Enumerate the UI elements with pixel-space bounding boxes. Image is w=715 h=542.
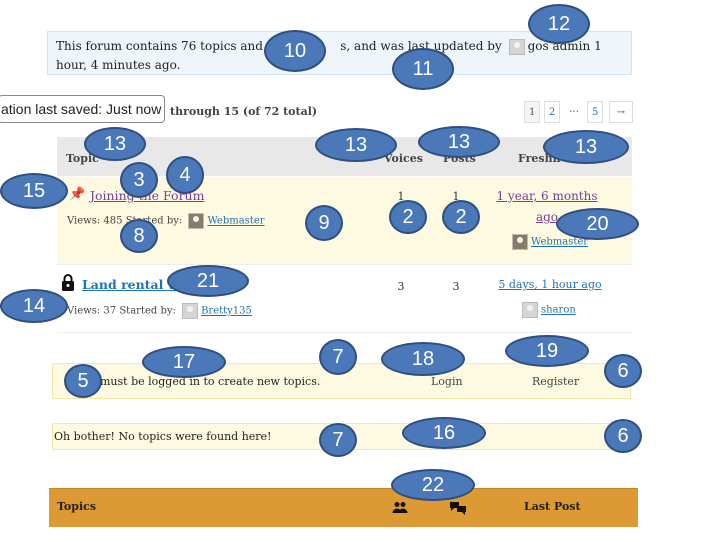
topic-count-text: through 15 (of 72 total) bbox=[170, 105, 318, 118]
avatar bbox=[188, 213, 205, 229]
footer-topics-label: Topics bbox=[57, 500, 97, 513]
callout-badge: 19 bbox=[505, 335, 589, 367]
callout-badge: 8 bbox=[120, 219, 158, 253]
posts-count: 1 bbox=[452, 190, 460, 203]
login-link[interactable]: Login bbox=[431, 375, 463, 388]
callout-badge: 21 bbox=[167, 265, 249, 297]
freshness-author-link[interactable]: Webmaster bbox=[531, 236, 589, 248]
callout-badge: 9 bbox=[305, 205, 343, 241]
topic-meta: Views: 37 Started by: Bretty135 bbox=[67, 303, 252, 319]
page-1[interactable]: 1 bbox=[524, 101, 541, 123]
callout-badge: 13 bbox=[543, 130, 629, 164]
chat-bubbles-icon bbox=[449, 501, 467, 518]
voices-count: 1 bbox=[397, 190, 405, 203]
header-topic: Topic bbox=[66, 152, 99, 165]
forum-footer-bar: Topics Last Post bbox=[49, 488, 638, 527]
callout-badge: 10 bbox=[264, 30, 326, 72]
callout-badge: 5 bbox=[64, 364, 102, 398]
info-author[interactable]: gos admin bbox=[527, 39, 591, 53]
views-count: Views: 485 bbox=[67, 215, 123, 227]
avatar bbox=[522, 302, 538, 318]
voices-count: 3 bbox=[397, 280, 405, 293]
callout-badge: 2 bbox=[389, 200, 427, 234]
pin-icon: 📌 bbox=[69, 187, 86, 202]
autosave-tooltip: ation last saved: Just now bbox=[0, 95, 165, 123]
callout-badge: 11 bbox=[392, 48, 454, 90]
posts-count: 3 bbox=[452, 280, 460, 293]
freshness-author-link[interactable]: sharon bbox=[541, 304, 576, 316]
callout-badge: 12 bbox=[528, 4, 590, 44]
started-by-label: Started by: bbox=[119, 305, 176, 317]
callout-badge: 13 bbox=[418, 126, 500, 158]
started-by-label: Started by: bbox=[125, 215, 183, 227]
avatar bbox=[512, 234, 528, 250]
info-text-mid: s, and was last updated by bbox=[340, 39, 502, 53]
page-2[interactable]: 2 bbox=[544, 101, 561, 123]
page-ellipsis: … bbox=[569, 104, 579, 115]
register-link[interactable]: Register bbox=[532, 375, 580, 388]
info-text-before: This forum contains 76 topics and 4 bbox=[56, 39, 275, 53]
callout-badge: 16 bbox=[402, 417, 486, 449]
users-icon bbox=[392, 501, 408, 517]
callout-badge: 13 bbox=[84, 127, 146, 161]
freshness-link[interactable]: 5 days, 1 hour ago bbox=[498, 278, 602, 291]
views-count: Views: 37 bbox=[67, 305, 117, 317]
avatar bbox=[182, 303, 199, 319]
freshness-author: Webmaster bbox=[509, 234, 588, 250]
author-link[interactable]: Webmaster bbox=[207, 215, 265, 227]
callout-badge: 14 bbox=[0, 289, 68, 323]
empty-notice-text: Oh bother! No topics were found here! bbox=[54, 430, 272, 443]
topic-title-link[interactable]: Land rental va bbox=[82, 277, 184, 292]
callout-badge: 6 bbox=[604, 354, 642, 388]
login-notice-text: must be logged in to create new topics. bbox=[100, 375, 321, 388]
callout-badge: 18 bbox=[381, 342, 465, 376]
callout-badge: 20 bbox=[556, 208, 639, 240]
callout-badge: 3 bbox=[120, 162, 158, 198]
callout-badge: 2 bbox=[442, 200, 480, 234]
callout-badge: 13 bbox=[315, 128, 397, 162]
info-text-after: 1 hour, 4 minutes ago. bbox=[56, 39, 602, 72]
footer-last-post-label: Last Post bbox=[524, 500, 581, 513]
header-voices: Voices bbox=[384, 152, 423, 165]
table-row bbox=[57, 265, 632, 333]
callout-badge: 4 bbox=[166, 156, 204, 194]
avatar bbox=[508, 38, 525, 55]
freshness-link[interactable]: 1 year, 6 months ago bbox=[496, 189, 598, 224]
freshness-author: sharon bbox=[519, 302, 576, 318]
callout-badge: 15 bbox=[0, 173, 68, 209]
lock-icon bbox=[61, 274, 75, 295]
callout-badge: 7 bbox=[319, 423, 357, 457]
page-5[interactable]: 5 bbox=[587, 101, 604, 123]
next-page-button[interactable]: → bbox=[609, 101, 633, 123]
callout-badge: 7 bbox=[319, 339, 357, 375]
callout-badge: 6 bbox=[604, 419, 642, 453]
topic-meta: Views: 485 Started by: Webmaster bbox=[67, 213, 265, 229]
callout-badge: 22 bbox=[391, 469, 475, 501]
callout-badge: 17 bbox=[142, 346, 226, 378]
author-link[interactable]: Bretty135 bbox=[201, 305, 252, 317]
forum-info-box: This forum contains 76 topics and 4 s, a… bbox=[47, 31, 632, 75]
